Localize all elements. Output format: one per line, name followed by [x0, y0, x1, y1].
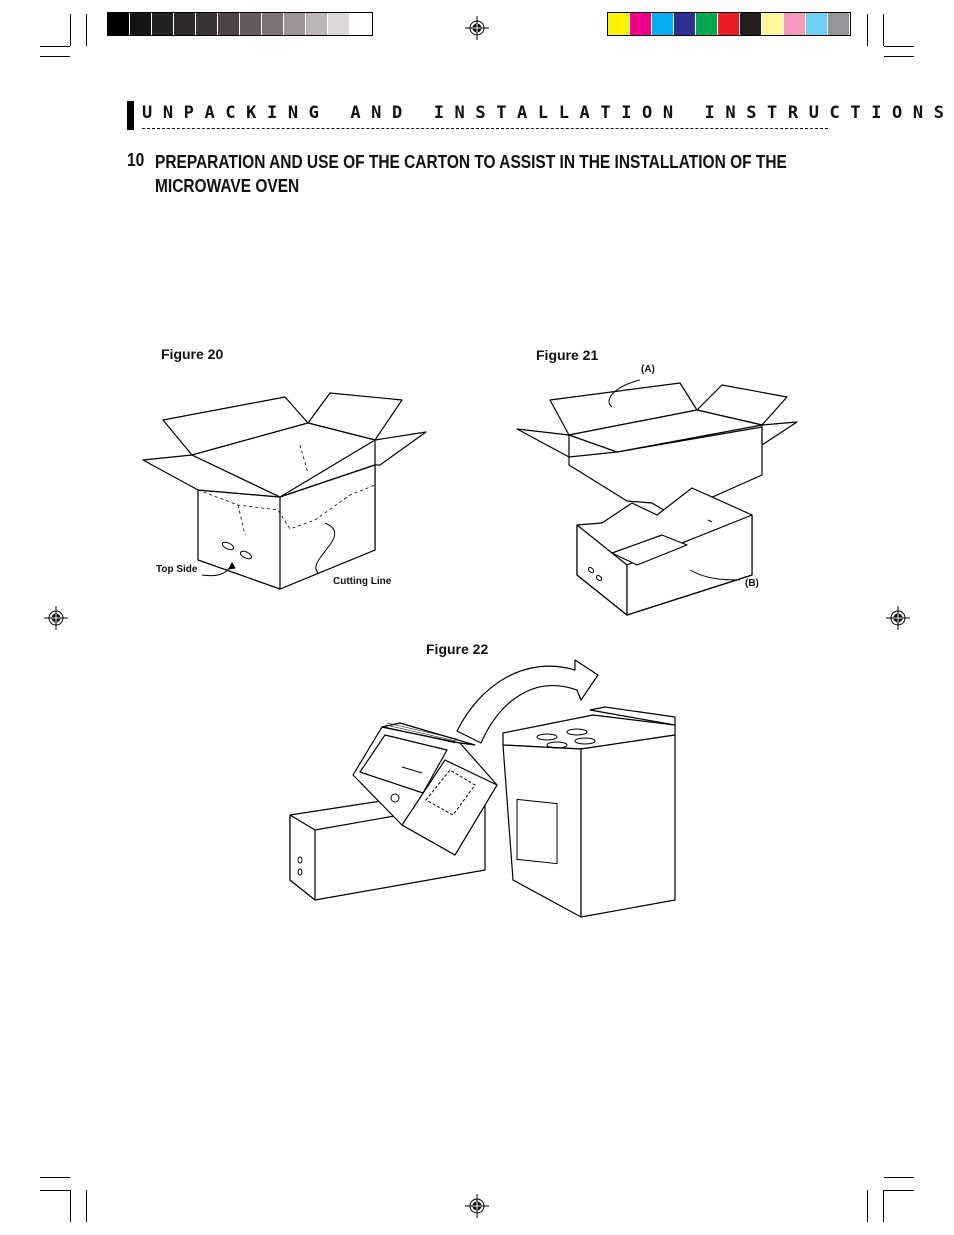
gray-swatch-7 — [262, 13, 284, 35]
cutting-line-callout: Cutting Line — [333, 576, 392, 587]
color-swatch-10 — [828, 13, 850, 35]
section-marker — [127, 101, 134, 130]
figure-20-label: Figure 20 — [161, 346, 224, 362]
color-swatch-0 — [608, 13, 630, 35]
gray-swatch-11 — [350, 13, 372, 35]
figure-20-illustration — [140, 385, 440, 605]
step-title: PREPARATION AND USE OF THE CARTON TO ASS… — [155, 152, 787, 196]
color-swatch-7 — [762, 13, 784, 35]
color-swatch-3 — [674, 13, 696, 35]
color-swatch-4 — [696, 13, 718, 35]
color-swatch-1 — [630, 13, 652, 35]
top-side-callout: Top Side — [156, 564, 198, 575]
gray-swatch-4 — [196, 13, 218, 35]
step-number: 10 — [127, 150, 145, 170]
gray-swatch-10 — [328, 13, 350, 35]
color-swatch-5 — [718, 13, 740, 35]
figure-21-label: Figure 21 — [536, 347, 599, 363]
gray-swatch-8 — [284, 13, 306, 35]
figure-21-illustration — [512, 375, 812, 625]
gray-swatch-9 — [306, 13, 328, 35]
color-swatch-9 — [806, 13, 828, 35]
color-swatch-6 — [740, 13, 762, 35]
color-swatch-2 — [652, 13, 674, 35]
color-swatch-8 — [784, 13, 806, 35]
gray-swatch-3 — [174, 13, 196, 35]
gray-swatch-2 — [152, 13, 174, 35]
gray-swatch-0 — [108, 13, 130, 35]
color-bar — [607, 12, 851, 36]
part-a-callout: (A) — [641, 364, 655, 375]
grayscale-bar — [107, 12, 373, 36]
figure-22-illustration — [285, 655, 685, 920]
gray-swatch-1 — [130, 13, 152, 35]
section-rule — [142, 128, 828, 129]
section-title: UNPACKING AND INSTALLATION INSTRUCTIONS — [142, 103, 954, 123]
part-b-callout: (B) — [745, 578, 759, 589]
figure-22-label: Figure 22 — [426, 641, 489, 657]
gray-swatch-5 — [218, 13, 240, 35]
gray-swatch-6 — [240, 13, 262, 35]
